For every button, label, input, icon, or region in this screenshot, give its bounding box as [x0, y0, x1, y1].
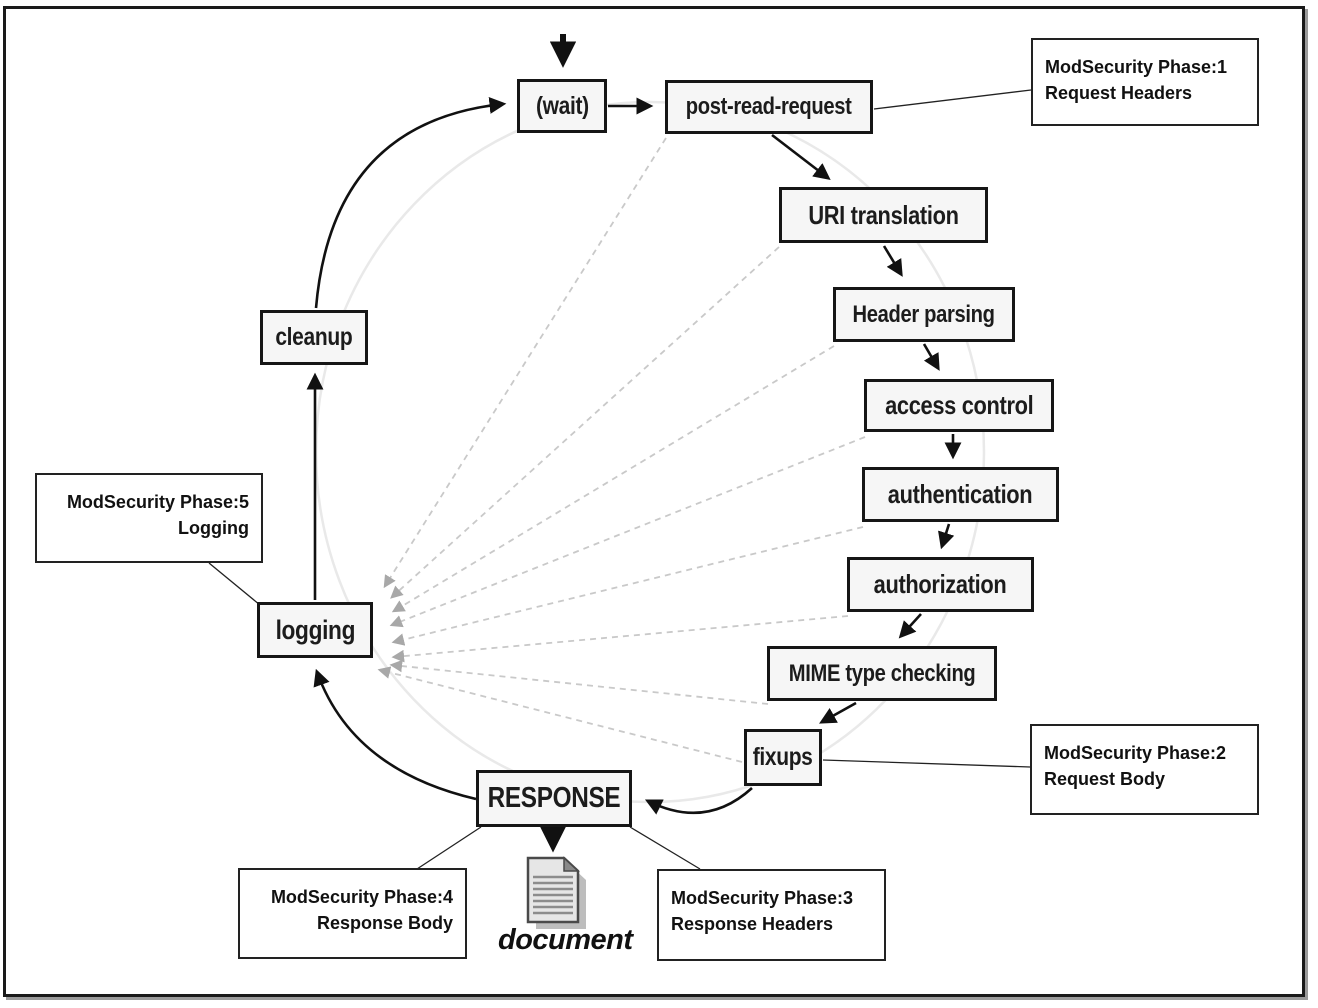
- edge-mime-to-fixups: [819, 701, 857, 724]
- connector-phase5-logging: [208, 562, 261, 606]
- annotation-phase2: ModSecurity Phase:2 Request Body: [1030, 724, 1259, 815]
- annotation-phase2-line1: ModSecurity Phase:2: [1044, 743, 1227, 763]
- edge-response-to-logging: [313, 668, 477, 801]
- edge-cleanup-to-wait: [314, 97, 507, 309]
- edge-header-parsing-to-access-control: [922, 343, 940, 371]
- edge-header-parsing-to-logging: [391, 345, 835, 613]
- node-access-control: access control: [864, 379, 1054, 432]
- edge-uri-translation-to-logging: [390, 246, 780, 599]
- node-header-parsing: Header parsing: [833, 287, 1015, 342]
- node-access-control-label: access control: [884, 390, 1034, 420]
- edge-post-read-request-to-uri: [771, 133, 831, 181]
- node-cleanup-label: cleanup: [275, 323, 353, 351]
- edge-authentication-to-logging: [391, 526, 864, 646]
- node-uri-translation-label: URI translation: [808, 199, 959, 230]
- document-label: document: [498, 924, 633, 956]
- annotation-phase3-line1: ModSecurity Phase:3: [671, 888, 854, 908]
- node-logging-label: logging: [275, 614, 355, 645]
- node-cleanup: cleanup: [260, 310, 368, 365]
- annotation-phase1: ModSecurity Phase:1 Request Headers: [1031, 38, 1259, 126]
- edge-authentication-to-authorization: [938, 523, 955, 550]
- node-wait-label: (wait): [535, 91, 589, 120]
- connector-response-phase4: [416, 826, 482, 870]
- document-icon: [526, 856, 586, 929]
- annotation-phase3-line2: Response Headers: [671, 914, 834, 935]
- edge-fixups-to-response: [644, 787, 753, 815]
- annotation-phase5: ModSecurity Phase:5 Logging: [35, 473, 263, 563]
- node-wait: (wait): [517, 79, 607, 133]
- annotation-phase2-line2: Request Body: [1044, 769, 1166, 790]
- node-response-label: RESPONSE: [487, 782, 621, 814]
- edge-access-control-to-logging: [389, 436, 866, 628]
- connector-response-phase3: [629, 826, 701, 870]
- node-authorization-label: authorization: [874, 569, 1007, 599]
- annotation-phase1-line1: ModSecurity Phase:1: [1045, 57, 1228, 77]
- node-mime-type-checking: MIME type checking: [767, 646, 997, 701]
- annotation-phase3: ModSecurity Phase:3 Response Headers: [657, 869, 886, 961]
- node-fixups-label: fixups: [753, 743, 813, 771]
- annotation-phase5-line2: Logging: [178, 518, 249, 539]
- node-fixups: fixups: [744, 729, 822, 786]
- edge-authorization-to-logging: [391, 615, 849, 663]
- node-authentication-label: authentication: [888, 479, 1033, 509]
- connector-fixups-phase2: [822, 759, 1031, 768]
- edge-post-read-request-to-logging: [383, 137, 667, 589]
- node-post-read-request-label: post-read-request: [686, 93, 852, 120]
- edge-mime-type-checking-to-logging: [389, 659, 769, 705]
- connector-post-read-request-phase1: [873, 89, 1032, 110]
- node-authorization: authorization: [847, 557, 1034, 612]
- node-post-read-request: post-read-request: [665, 80, 873, 134]
- annotation-phase5-line1: ModSecurity Phase:5: [66, 492, 249, 512]
- node-response: RESPONSE: [476, 770, 632, 827]
- annotation-phase4-line1: ModSecurity Phase:4: [270, 887, 453, 907]
- edge-authorization-to-mime: [898, 613, 922, 639]
- annotation-phase4-line2: Response Body: [316, 913, 453, 934]
- node-uri-translation: URI translation: [779, 187, 988, 243]
- node-logging: logging: [257, 602, 373, 658]
- annotation-phase1-line2: Request Headers: [1045, 83, 1193, 104]
- edge-uri-to-header-parsing: [882, 245, 903, 277]
- annotation-phase4: ModSecurity Phase:4 Response Body: [238, 868, 467, 959]
- edge-fixups-to-logging: [377, 666, 743, 763]
- node-authentication: authentication: [862, 467, 1059, 522]
- node-header-parsing-label: Header parsing: [852, 300, 996, 328]
- node-mime-type-checking-label: MIME type checking: [788, 659, 976, 687]
